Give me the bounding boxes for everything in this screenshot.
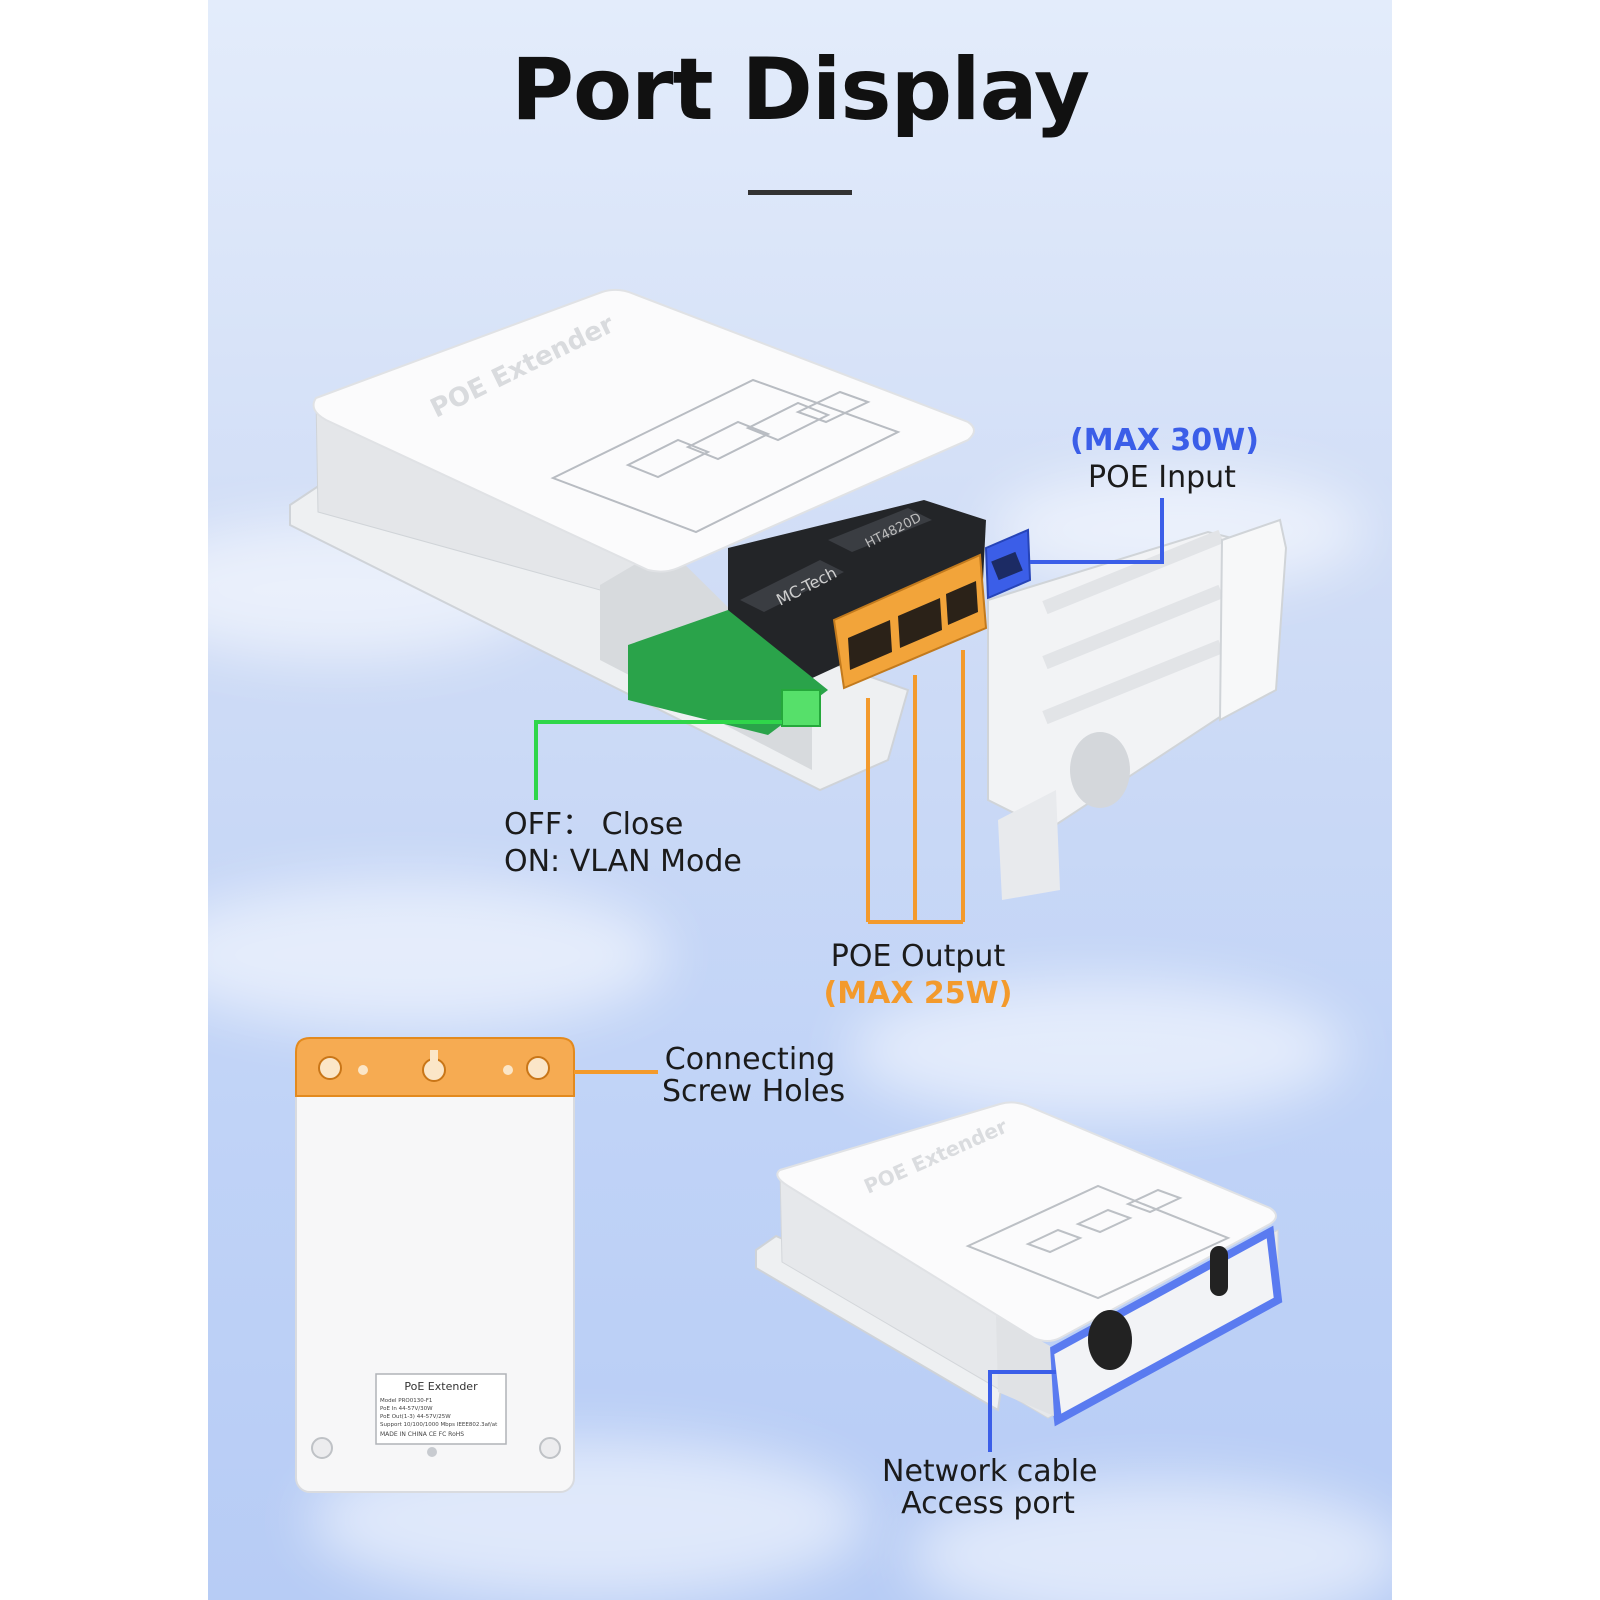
dip-switch-leader [534, 720, 782, 800]
network-port-line2: Access port [901, 1486, 1075, 1521]
poe-output-ports [832, 553, 988, 690]
title-divider [748, 190, 852, 195]
label-line: Model PRO0130-F1 [380, 1398, 432, 1404]
network-port-line1: Network cable [882, 1454, 1098, 1489]
poe-output-leader [866, 650, 965, 924]
closed-device: POE Extender [755, 1101, 1283, 1427]
page-title: Port Display [510, 40, 1090, 140]
label-line: PoE In 44-57V/30W [380, 1406, 433, 1412]
poe-input-leader [1030, 498, 1164, 564]
label-title: PoE Extender [404, 1380, 478, 1393]
product-label [375, 1373, 507, 1445]
product-image-panel: Port Display POE Extender [208, 0, 1392, 1600]
label-line: MADE IN CHINA CE FC RoHS [380, 1431, 464, 1438]
back-plate: PoE Extender Model PRO0130-F1 PoE In 44-… [295, 1037, 575, 1493]
screw-holes-line1: Connecting [664, 1042, 836, 1077]
dip-switch [781, 689, 821, 727]
switch-on-text: ON: VLAN Mode [504, 844, 742, 879]
screw-hole-icon [539, 1437, 561, 1459]
poe-extender-device: POE Extender MC-Tech HT4820D [289, 288, 1288, 900]
lid-port-diagram [550, 378, 901, 534]
rj45-port-1 [848, 620, 892, 670]
screw-hole-icon [318, 1056, 342, 1080]
poe-output-label: POE Output [830, 939, 1006, 974]
rj45-port-2 [898, 598, 942, 648]
poe-input-label: POE Input [1088, 460, 1236, 495]
screw-holes-line2: Screw Holes [662, 1074, 846, 1109]
poe-output-max: (MAX 25W) [823, 976, 1013, 1011]
rj45-port-3 [946, 581, 978, 625]
poe-input-max: (MAX 30W) [1070, 423, 1259, 458]
end-cap [987, 518, 1288, 900]
label-line: PoE Out(1-3) 44-57V/25W [380, 1414, 451, 1420]
screw-hole-icon [526, 1056, 550, 1080]
label-line: Support 10/100/1000 Mbps IEEE802.3af/at [380, 1422, 498, 1428]
device-illustration: POE Extender MC-Tech HT4820D [289, 288, 1288, 1493]
network-port-leader [988, 1370, 1056, 1452]
switch-off-text: OFF： Close [504, 807, 684, 842]
screw-hole-icon [311, 1437, 333, 1459]
